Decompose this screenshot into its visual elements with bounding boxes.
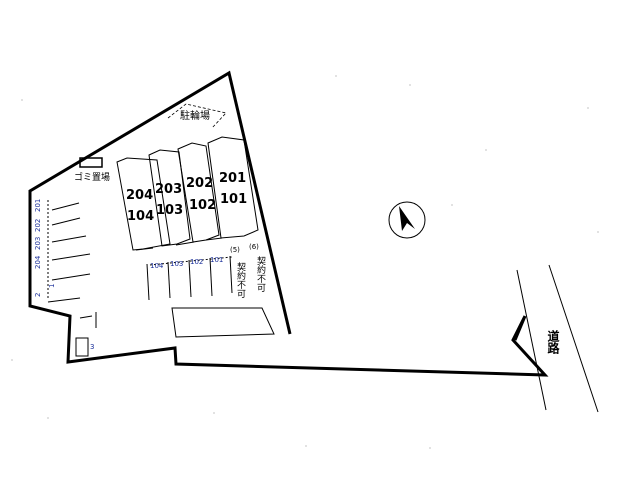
parking-space-number: 2 [34, 293, 42, 297]
building [116, 136, 259, 251]
parking-space-label: 203 [34, 237, 42, 250]
left-parking-labels: 201 202 203 204 2 1 [34, 199, 56, 297]
unit-lower-label: 102 [189, 198, 216, 213]
bicycle-parking-outline [167, 103, 227, 129]
parking-space-label: 201 [34, 199, 42, 212]
garbage-box [79, 157, 103, 168]
unit-upper-label: 202 [186, 176, 213, 191]
site-boundary [28, 70, 549, 377]
unit-lower-label: 101 [220, 192, 247, 207]
road-edge-right [548, 264, 599, 413]
scan-specks [11, 75, 599, 449]
unit-upper-label: 201 [219, 171, 246, 186]
parking-space-label: 204 [34, 255, 42, 269]
bicycle-parking-label: 駐輪場 [180, 109, 210, 122]
unit-lower-label: 104 [127, 209, 154, 224]
parking-space-label: 102 [190, 258, 203, 266]
driveway [171, 307, 275, 338]
parking-space-number: 1 [48, 284, 56, 288]
parking-space-number: (5) [230, 246, 240, 254]
parking-space-label: 101 [210, 256, 223, 264]
garbage-area-label: ゴミ置場 [74, 171, 110, 183]
unit-lower-label: 103 [156, 203, 183, 218]
unit-upper-label: 204 [126, 188, 153, 203]
unit-upper-label: 203 [155, 182, 182, 197]
parking-lines-left [47, 200, 97, 357]
road-edge-left [516, 269, 547, 411]
parking-space-label: 202 [34, 219, 42, 232]
parking-lines-bottom [146, 255, 233, 301]
parking-space-number: 3 [90, 343, 94, 351]
road-label: 道路 [546, 329, 560, 355]
parking-space-label: 103 [170, 260, 183, 268]
compass-north-icon [388, 201, 426, 239]
parking-unavailable-note: 契約不可 [255, 255, 266, 292]
parking-space-number: (6) [249, 243, 259, 251]
parking-space-label: 104 [150, 262, 164, 270]
parking-unavailable-note: 契約不可 [235, 261, 246, 298]
